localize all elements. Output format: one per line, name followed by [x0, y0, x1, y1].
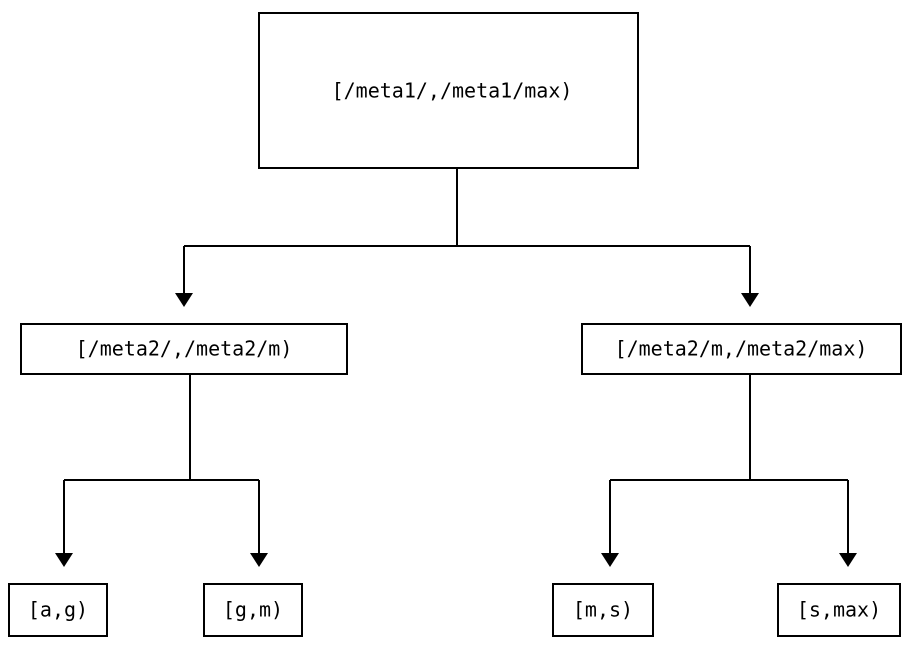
arrowhead-icon-leaf2 [250, 553, 268, 567]
arrowhead-icon-leaf4 [839, 553, 857, 567]
node-root-box[interactable] [258, 12, 639, 169]
edge-group-midright-to-leaves [601, 374, 857, 567]
arrowhead-icon-leaf3 [601, 553, 619, 567]
node-leaf-4[interactable]: [s,max) [777, 583, 901, 637]
node-mid-left-label: [/meta2/,/meta2/m) [76, 337, 293, 361]
edge-group-midleft-to-leaves [55, 374, 268, 567]
node-leaf-4-label: [s,max) [797, 598, 881, 622]
node-leaf-2-box[interactable] [203, 583, 303, 637]
edge-group-root-to-mid [175, 168, 759, 307]
node-root-label: [/meta1/,/meta1/max) [332, 79, 573, 103]
node-mid-right-box[interactable] [581, 323, 902, 375]
node-leaf-3-label: [m,s) [573, 598, 633, 622]
node-leaf-1-box[interactable] [8, 583, 108, 637]
node-mid-right[interactable]: [/meta2/m,/meta2/max) [581, 323, 902, 375]
node-leaf-2-label: [g,m) [223, 598, 283, 622]
node-leaf-3-box[interactable] [552, 583, 654, 637]
arrowhead-icon-mid-right [741, 293, 759, 307]
node-mid-right-label: [/meta2/m,/meta2/max) [615, 337, 868, 361]
node-mid-left[interactable]: [/meta2/,/meta2/m) [20, 323, 348, 375]
node-leaf-1[interactable]: [a,g) [8, 583, 108, 637]
node-leaf-4-box[interactable] [777, 583, 901, 637]
node-mid-left-box[interactable] [20, 323, 348, 375]
arrowhead-icon-leaf1 [55, 553, 73, 567]
node-leaf-3[interactable]: [m,s) [552, 583, 654, 637]
node-leaf-1-label: [a,g) [28, 598, 88, 622]
arrowhead-icon-mid-left [175, 293, 193, 307]
node-leaf-2[interactable]: [g,m) [203, 583, 303, 637]
node-root[interactable]: [/meta1/,/meta1/max) [258, 12, 639, 169]
